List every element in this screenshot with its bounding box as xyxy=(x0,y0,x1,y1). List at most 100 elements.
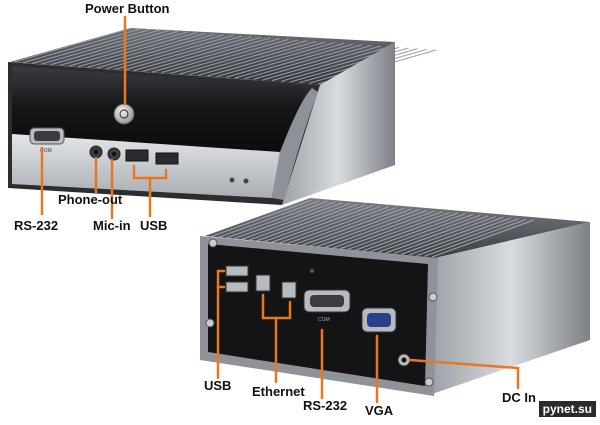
usb-rear-port-1 xyxy=(225,265,249,277)
label-rs232-front: RS-232 xyxy=(14,218,59,233)
front-led-1 xyxy=(229,177,235,183)
heatsink-fin xyxy=(271,205,374,243)
rear-indicator xyxy=(310,269,314,273)
heatsink-fin xyxy=(332,210,435,249)
heatsink-fin xyxy=(370,214,473,252)
usb-front-port-1 xyxy=(125,149,149,162)
com-front-mark: COM xyxy=(40,148,52,154)
front-unit-end-cap xyxy=(272,88,318,200)
ethernet-port-2 xyxy=(281,281,297,299)
heatsink-fin xyxy=(225,42,345,78)
heatsink-fin xyxy=(225,200,328,239)
front-unit-side-panel xyxy=(282,42,395,205)
heatsink-fin xyxy=(161,38,280,74)
front-unit-black-panel xyxy=(12,66,312,152)
rs232-rear-port-socket xyxy=(310,295,344,307)
front-unit-silver-panel xyxy=(12,134,280,198)
heatsink-fin xyxy=(217,200,320,239)
heatsink-fin xyxy=(347,211,450,250)
rs232-front-port-socket xyxy=(34,131,60,141)
mic-in-jack-hole xyxy=(112,152,116,156)
front-led-2 xyxy=(243,178,249,184)
heatsink-fin xyxy=(278,205,382,244)
screw-icon xyxy=(424,377,434,387)
usb-front-port-2 xyxy=(155,152,179,165)
heatsink-fin xyxy=(96,33,216,69)
heatsink-fin xyxy=(286,206,389,245)
heatsink-fin xyxy=(69,31,188,67)
heatsink-fin xyxy=(207,41,326,77)
heatsink-fin xyxy=(142,36,262,72)
heatsink-fin xyxy=(133,36,252,72)
heatsink-fin xyxy=(401,216,504,255)
heatsink-fin xyxy=(263,204,366,243)
heatsink-fin xyxy=(170,38,289,74)
heatsink-fin xyxy=(78,32,197,68)
heatsink-fin xyxy=(32,28,151,64)
heatsink-fin xyxy=(253,44,372,80)
heatsink-fin xyxy=(339,211,443,250)
heatsink-fin xyxy=(294,207,397,246)
heatsink-fin xyxy=(23,28,142,64)
heatsink-fin xyxy=(152,37,271,73)
ethernet-port-1 xyxy=(255,274,271,292)
label-phone-out: Phone-out xyxy=(58,192,123,207)
dc-in-jack-hole xyxy=(401,357,407,363)
heatsink-fin xyxy=(271,46,391,82)
heatsink-fin xyxy=(179,39,298,75)
label-mic-in: Mic-in xyxy=(93,218,131,233)
watermark: pynet.su xyxy=(538,401,596,417)
heatsink-fin xyxy=(301,207,405,246)
label-usb-rear: USB xyxy=(204,378,232,393)
heatsink-fin xyxy=(198,40,317,76)
label-ethernet: Ethernet xyxy=(252,384,305,399)
screw-icon xyxy=(208,238,218,248)
heatsink-fin xyxy=(124,35,243,71)
heatsink-fin xyxy=(209,199,313,238)
screw-icon xyxy=(205,318,215,328)
heatsink-fin xyxy=(87,32,206,68)
heatsink-fin xyxy=(41,29,160,65)
heatsink-fin xyxy=(244,44,363,80)
front-unit: COM xyxy=(8,27,437,205)
com-rear-mark: COM xyxy=(318,317,330,323)
power-button-icon[interactable] xyxy=(113,103,135,125)
label-power-button: Power Button xyxy=(85,1,170,16)
rear-unit: COM xyxy=(200,198,590,396)
heatsink-fin xyxy=(309,208,412,247)
heatsink-fin xyxy=(234,43,354,79)
heatsink-fin xyxy=(424,218,527,257)
heatsink-fin xyxy=(378,214,481,253)
heatsink-fin xyxy=(355,212,458,251)
heatsink-fin xyxy=(362,213,466,252)
heatsink-fin xyxy=(431,219,535,258)
heatsink-fin xyxy=(255,203,359,242)
heatsink-fin xyxy=(416,218,519,257)
callout-usb-rear-bracket xyxy=(216,269,226,289)
heatsink-fin xyxy=(50,30,169,66)
heatsink-fin xyxy=(59,30,179,66)
heatsink-fin xyxy=(240,202,343,241)
heatsink-fin xyxy=(324,209,427,248)
vga-port-socket xyxy=(367,313,391,327)
heatsink-fin xyxy=(188,40,308,76)
heatsink-fin xyxy=(393,216,496,255)
heatsink-fin xyxy=(408,217,512,256)
label-rs232-rear: RS-232 xyxy=(303,398,348,413)
heatsink-fin xyxy=(248,202,351,241)
heatsink-fin xyxy=(115,34,234,70)
power-symbol-icon xyxy=(119,109,129,119)
phone-out-jack-hole xyxy=(94,150,98,154)
callout-lines xyxy=(40,15,520,404)
label-dc-in: DC In xyxy=(502,390,536,405)
label-vga: VGA xyxy=(365,403,394,418)
heatsink-fin xyxy=(13,27,133,63)
usb-rear-port-2 xyxy=(225,281,249,293)
label-usb-front: USB xyxy=(140,218,168,233)
heatsink-fin xyxy=(232,201,336,240)
heatsink-fin xyxy=(317,209,420,248)
rear-unit-fins xyxy=(209,199,535,258)
screw-icon xyxy=(428,292,438,302)
